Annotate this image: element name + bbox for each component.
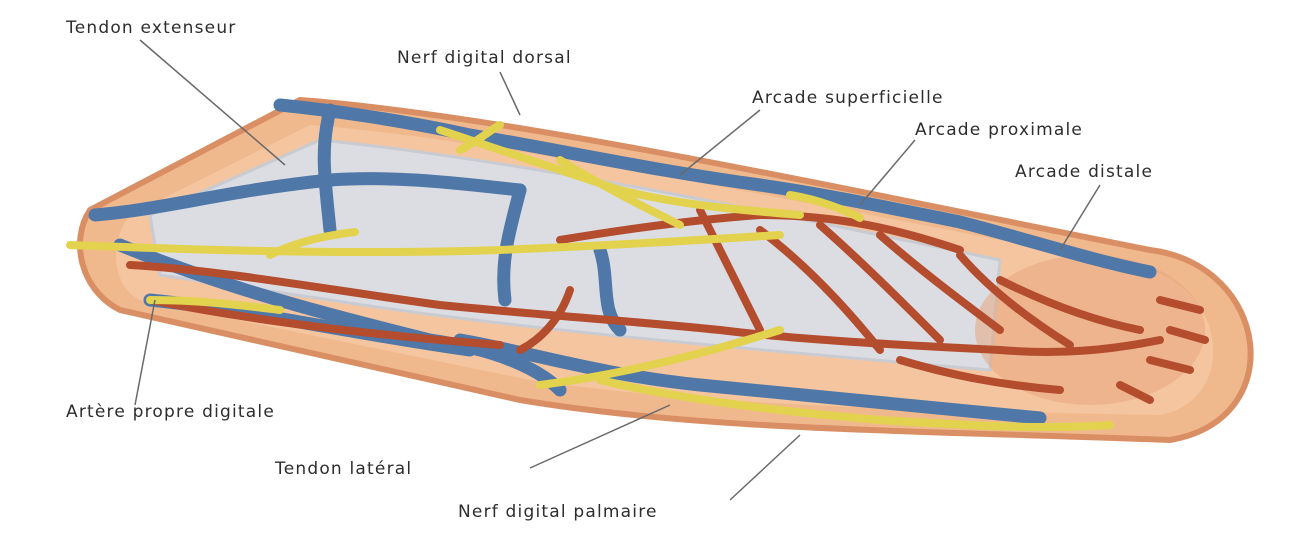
label-arcade-distale: Arcade distale [1015,162,1153,182]
label-tendon-extenseur: Tendon extenseur [66,18,237,38]
label-tendon-lateral: Tendon latéral [275,459,412,479]
label-arcade-superficielle: Arcade superficielle [752,88,944,108]
label-artere-propre-digitale: Artère propre digitale [66,402,275,422]
label-nerf-digital-dorsal: Nerf digital dorsal [397,48,572,68]
label-nerf-digital-palmaire: Nerf digital palmaire [458,502,658,522]
label-arcade-proximale: Arcade proximale [915,120,1083,140]
